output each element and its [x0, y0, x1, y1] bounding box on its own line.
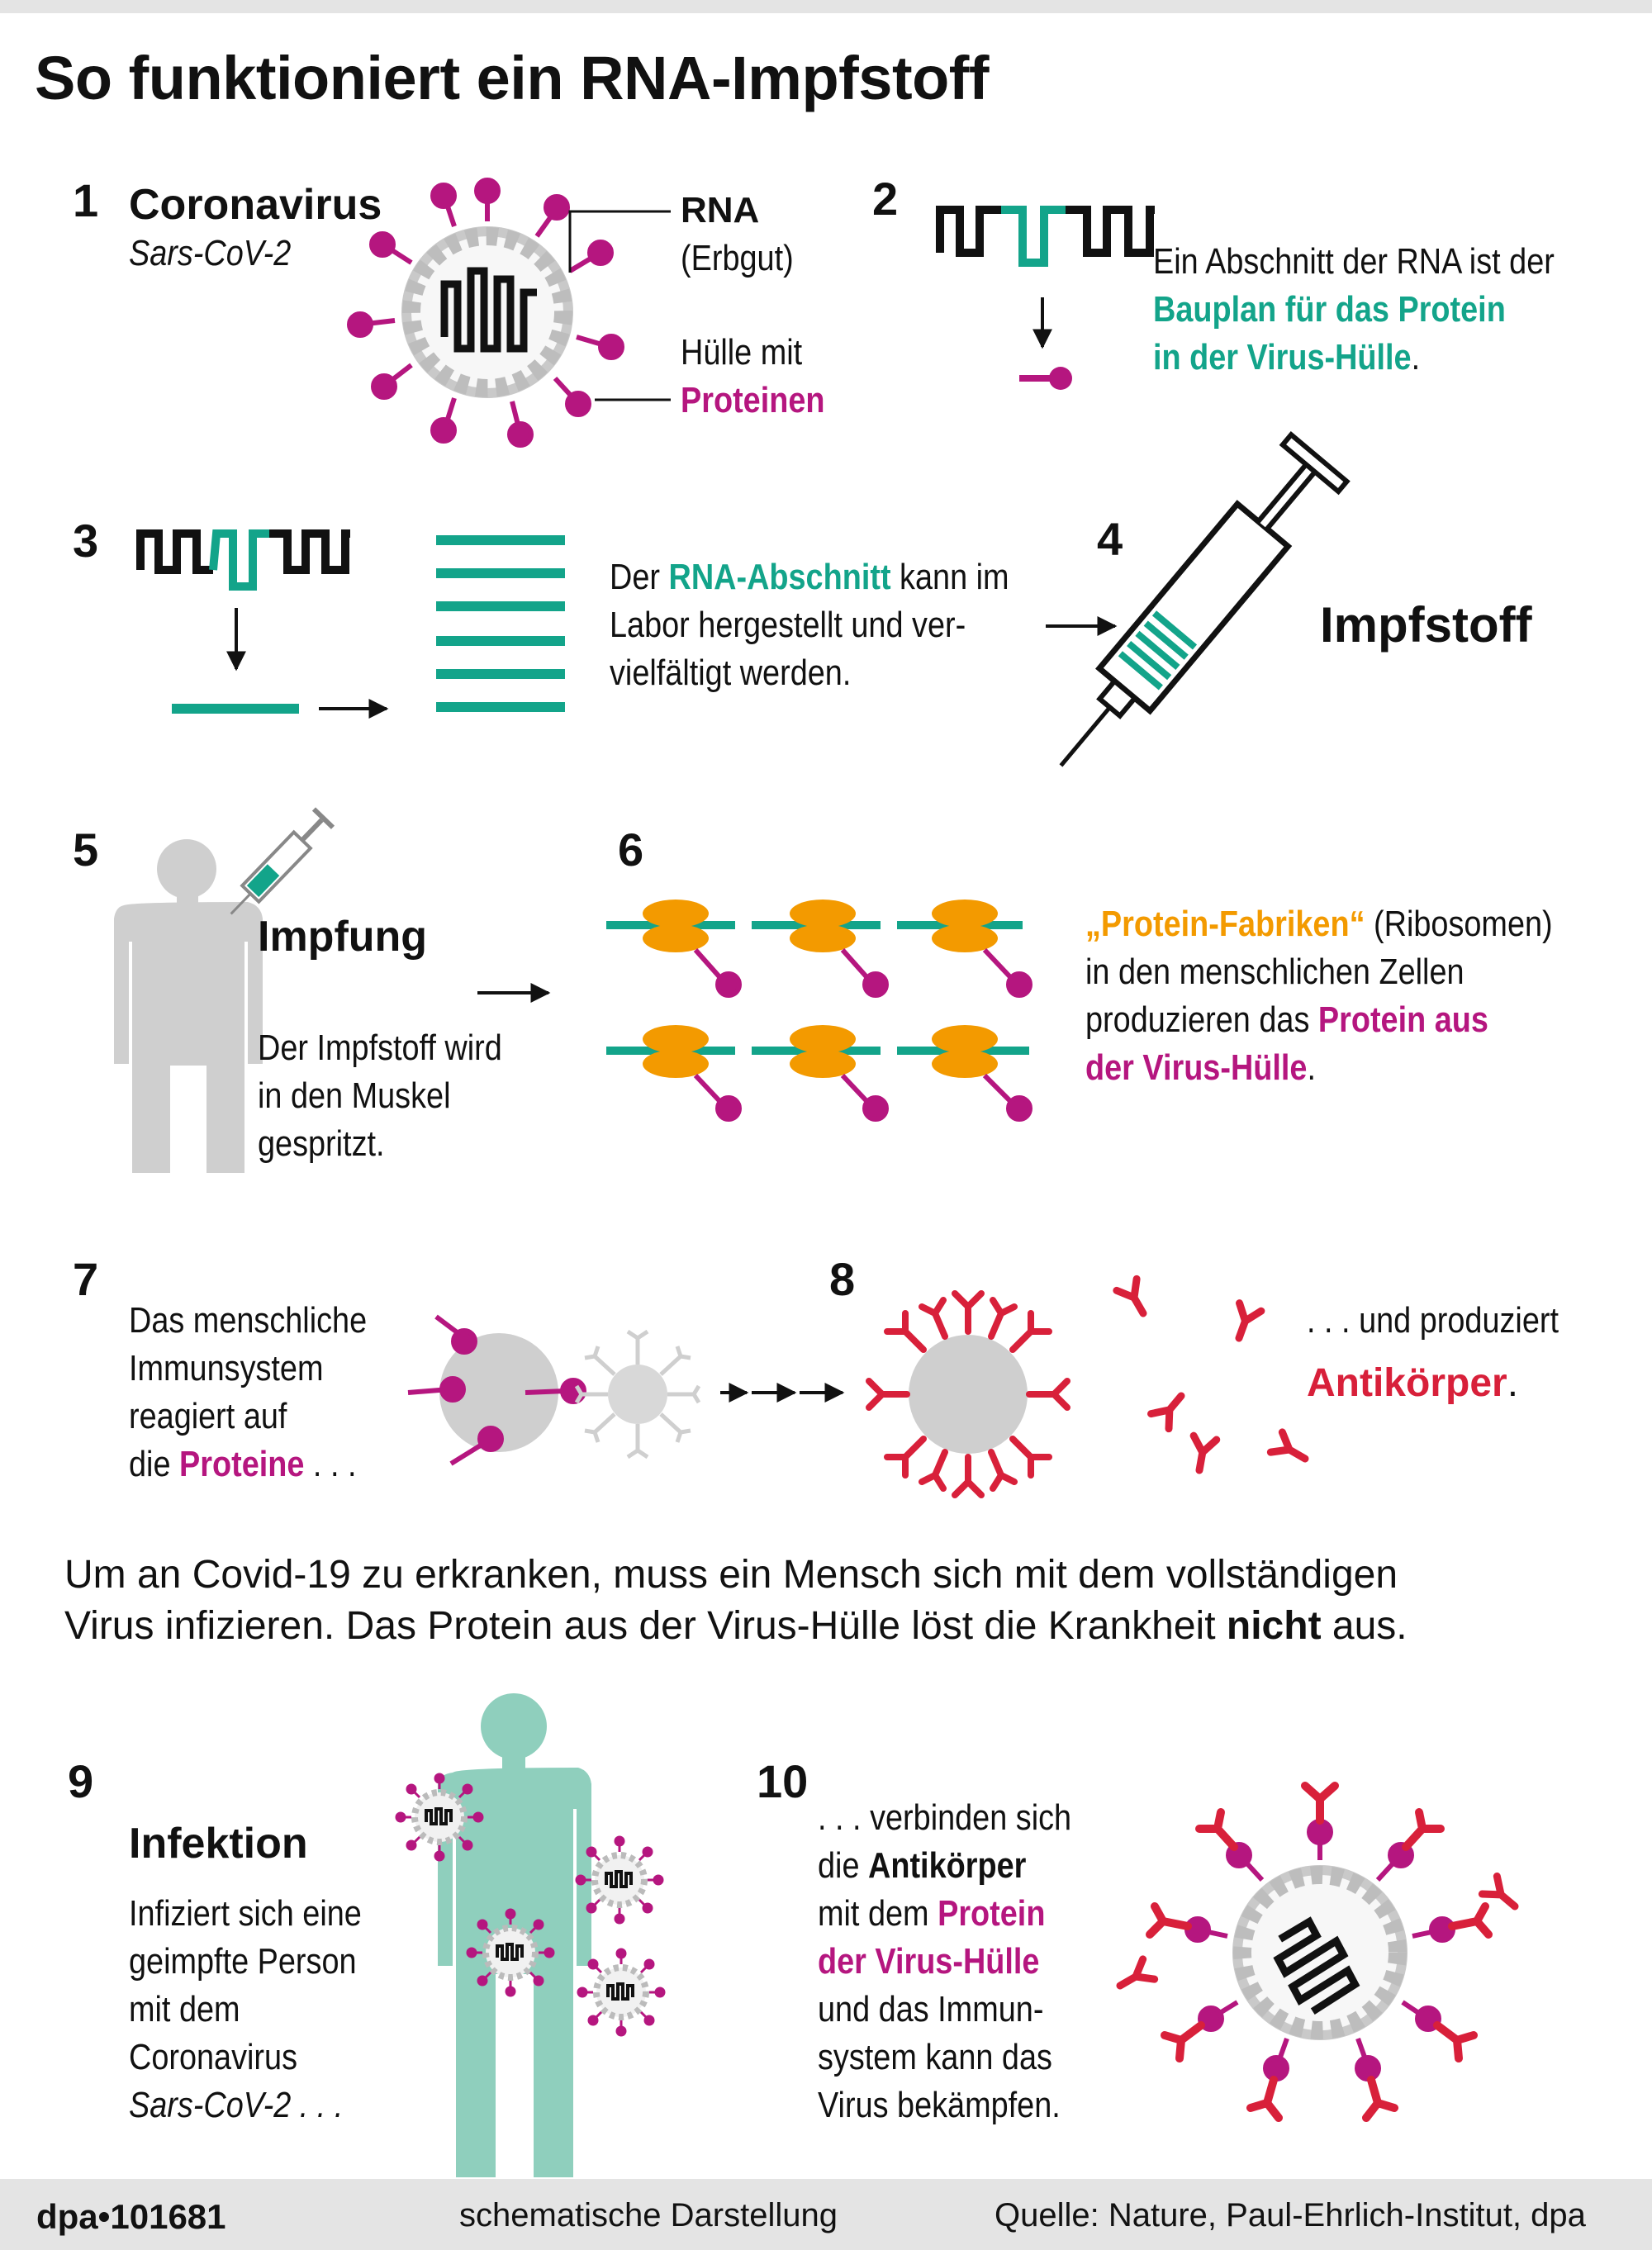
step-5-line-2: in den Muskel — [258, 1075, 451, 1116]
step-9-line-3: mit dem — [129, 1989, 240, 2029]
cell-with-proteins-icon — [407, 1314, 586, 1466]
rna-sublabel: (Erbgut) — [681, 238, 794, 278]
step-6-line-4b: . — [1307, 1047, 1316, 1088]
step-6-text: „Protein-Fabriken“ (Ribosomen) in den me… — [1085, 900, 1629, 1092]
step-2-line-3: in der Virus-Hülle — [1153, 337, 1412, 377]
antibody-icon — [1117, 1279, 1311, 1472]
step-3-line-3: vielfältigt werden. — [610, 653, 852, 693]
step-5-line-1: Der Impfstoff wird — [258, 1028, 502, 1068]
step-7-line-4c: . . . — [304, 1444, 357, 1484]
step-8-line-2: Antikörper. — [1307, 1360, 1518, 1407]
step-5-heading: Impfung — [258, 913, 428, 961]
step-1-number: 1 — [73, 174, 99, 226]
step-7-text: Das menschliche Immunsystem reagiert auf… — [129, 1297, 406, 1488]
step-10-number: 10 — [757, 1755, 809, 1807]
protein-icon — [1019, 367, 1072, 390]
step-10-line-2a: die — [818, 1845, 869, 1886]
coronavirus-antibody-icon — [1146, 1782, 1493, 2122]
page-title: So funktioniert ein RNA-Impfstoff — [35, 44, 990, 112]
step-1-name: Coronavirus — [129, 181, 382, 229]
step-7-line-4b: Proteine — [179, 1444, 305, 1484]
step-6-line-1b: (Ribosomen) — [1365, 904, 1553, 944]
covid-statement-line-2c: aus. — [1321, 1604, 1408, 1648]
step-5-text: Der Impfstoff wird in den Muskel gesprit… — [258, 1024, 542, 1168]
rna-copies-icon — [436, 535, 565, 712]
top-bar — [0, 0, 1652, 13]
shell-proteins-label: Proteinen — [681, 380, 825, 420]
step-8-text: . . . und produziert — [1307, 1297, 1600, 1345]
step-3-number: 3 — [73, 515, 99, 567]
step-3-line-1b: RNA-Abschnitt — [668, 557, 891, 597]
step-6-line-1a: „Protein-Fabriken“ — [1085, 904, 1365, 944]
step-10-line-1: . . . verbinden sich — [818, 1797, 1072, 1838]
step-10-text: . . . verbinden sich die Antikörper mit … — [818, 1794, 1113, 2129]
covid-statement: Um an Covid-19 zu erkranken, muss ein Me… — [64, 1550, 1408, 1652]
step-10-line-6: system kann das — [818, 2037, 1052, 2077]
covid-statement-line-1: Um an Covid-19 zu erkranken, muss ein Me… — [64, 1553, 1398, 1597]
step-3-text: Der RNA-Abschnitt kann im Labor hergeste… — [610, 553, 1074, 697]
footer-id: dpa•101681 — [36, 2197, 226, 2236]
step-9-heading: Infektion — [129, 1820, 308, 1868]
step-9-number: 9 — [68, 1755, 94, 1807]
shell-label: Hülle mit — [681, 332, 803, 373]
step-7-line-3: reagiert auf — [129, 1396, 287, 1436]
step-7-number: 7 — [73, 1253, 99, 1305]
step-5-line-3: gespritzt. — [258, 1123, 385, 1164]
person-silhouette-icon — [114, 839, 263, 1173]
step-8-line-2-end: . — [1507, 1361, 1519, 1405]
step-10-line-3a: mit dem — [818, 1893, 938, 1934]
step-1-species: Sars-CoV-2 — [129, 233, 292, 273]
rna-strand-icon — [136, 529, 350, 591]
vaccine-label: Impfstoff — [1320, 597, 1532, 653]
step-10-line-4: der Virus-Hülle — [818, 1941, 1040, 1982]
step-3-line-1a: Der — [610, 557, 669, 597]
step-9-line-2: geimpfte Person — [129, 1941, 357, 1982]
cell-with-antibodies-icon — [866, 1290, 1070, 1498]
step-9-line-5: Sars-CoV-2 . . . — [129, 2085, 344, 2125]
syringe-icon — [1059, 431, 1351, 767]
step-7-line-1: Das menschliche — [129, 1300, 368, 1341]
step-5-number: 5 — [73, 824, 99, 876]
rna-strand-icon — [936, 206, 1155, 267]
antibody-label: Antikörper — [1307, 1361, 1507, 1405]
step-10-line-2b: Antikörper — [868, 1845, 1027, 1886]
step-8-number: 8 — [829, 1253, 856, 1305]
step-2-line-1: Ein Abschnitt der RNA ist der — [1153, 241, 1555, 282]
step-2-line-2: Bauplan für das Protein — [1153, 289, 1506, 330]
step-6-line-3b: Protein aus — [1317, 999, 1488, 1040]
coronavirus-icon — [347, 178, 624, 448]
step-3-line-2: Labor hergestellt und ver- — [610, 605, 966, 645]
step-2-text: Ein Abschnitt der RNA ist der Bauplan fü… — [1153, 238, 1620, 382]
step-10-line-3b: Protein — [938, 1893, 1046, 1934]
step-8-line-1: . . . und produziert — [1307, 1300, 1559, 1341]
step-7-line-4a: die — [129, 1444, 180, 1484]
footer: dpa•101681 schematische Darstellung Quel… — [0, 2179, 1652, 2250]
step-6-line-2: in den menschlichen Zellen — [1085, 952, 1464, 992]
covid-statement-line-2b: nicht — [1226, 1604, 1322, 1648]
syringe-icon — [230, 807, 335, 915]
step-2-line-3-end: . — [1411, 337, 1421, 377]
step-10-line-7: Virus bekämpfen. — [818, 2085, 1061, 2125]
step-6-line-4a: der Virus-Hülle — [1085, 1047, 1308, 1088]
step-9-line-1: Infiziert sich eine — [129, 1893, 362, 1934]
step-6-line-3a: produzieren das — [1085, 999, 1318, 1040]
step-9-line-4: Coronavirus — [129, 2037, 298, 2077]
immune-cell-icon — [574, 1329, 701, 1460]
covid-statement-line-2a: Virus infizieren. Das Protein aus der Vi… — [64, 1604, 1227, 1648]
step-2-number: 2 — [872, 173, 899, 225]
step-6-number: 6 — [618, 824, 644, 876]
ribosome-grid — [606, 900, 1032, 1122]
step-3-line-1c: kann im — [890, 557, 1009, 597]
step-4-number: 4 — [1097, 513, 1123, 565]
footer-note: schematische Darstellung — [459, 2197, 838, 2233]
footer-source: Quelle: Nature, Paul-Ehrlich-Institut, d… — [995, 2197, 1586, 2233]
rna-label: RNA — [681, 190, 760, 230]
rna-pointer-line — [568, 210, 671, 401]
step-7-line-2: Immunsystem — [129, 1348, 324, 1388]
step-10-line-5: und das Immun- — [818, 1989, 1044, 2029]
step-9-text: Infiziert sich eine geimpfte Person mit … — [129, 1890, 400, 2129]
